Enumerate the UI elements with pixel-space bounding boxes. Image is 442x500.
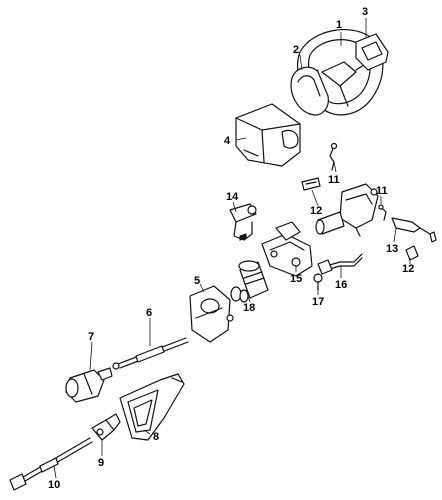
- callout-11-right: 11: [376, 185, 388, 197]
- column-cover-part: [235, 103, 301, 167]
- callout-8: 8: [153, 431, 159, 443]
- horn-pad-part: [290, 66, 329, 116]
- callout-18: 18: [243, 302, 255, 314]
- lower-shaft-part: [9, 437, 93, 491]
- boot-seal-part: [119, 373, 185, 441]
- lock-switch-part: [229, 203, 257, 241]
- callout-12-right: 12: [402, 263, 414, 275]
- lower-joint-part: [65, 367, 113, 403]
- callout-labels: 1 2 3 4 5 6 7 8 9 10 11 11 12 12 13 14 1…: [48, 6, 414, 491]
- column-housing-part: [189, 285, 234, 343]
- callout-3: 3: [362, 6, 368, 18]
- universal-joint-part: [91, 413, 121, 441]
- lever-bracket-right-part: [378, 204, 387, 221]
- callout-1: 1: [336, 19, 342, 31]
- intermediate-shaft-part: [112, 337, 189, 370]
- tilt-lever-part: [317, 253, 363, 275]
- callout-2: 2: [293, 44, 299, 56]
- callout-11-upper: 11: [328, 174, 340, 186]
- callout-5: 5: [194, 275, 200, 287]
- turn-signal-lever-part: [391, 217, 437, 261]
- callout-14: 14: [226, 191, 239, 203]
- callout-10: 10: [48, 479, 60, 491]
- callout-15: 15: [290, 273, 302, 285]
- callout-7: 7: [88, 331, 94, 343]
- airbag-module-part: [355, 33, 389, 71]
- callout-16: 16: [335, 279, 347, 291]
- bearing-collar-part: [230, 260, 269, 303]
- callout-4: 4: [224, 135, 231, 147]
- upper-column-housing-part: [315, 183, 379, 237]
- leader-lines: [53, 18, 411, 479]
- switch-clip-left-part: [301, 177, 321, 191]
- callout-13: 13: [386, 243, 398, 255]
- callout-9: 9: [98, 457, 104, 469]
- column-bracket-part: [261, 221, 313, 277]
- callout-6: 6: [146, 307, 152, 319]
- pin-part: [313, 273, 323, 291]
- callout-12-left: 12: [310, 205, 322, 217]
- bracket-upper-part: [329, 142, 338, 171]
- callout-17: 17: [312, 296, 324, 308]
